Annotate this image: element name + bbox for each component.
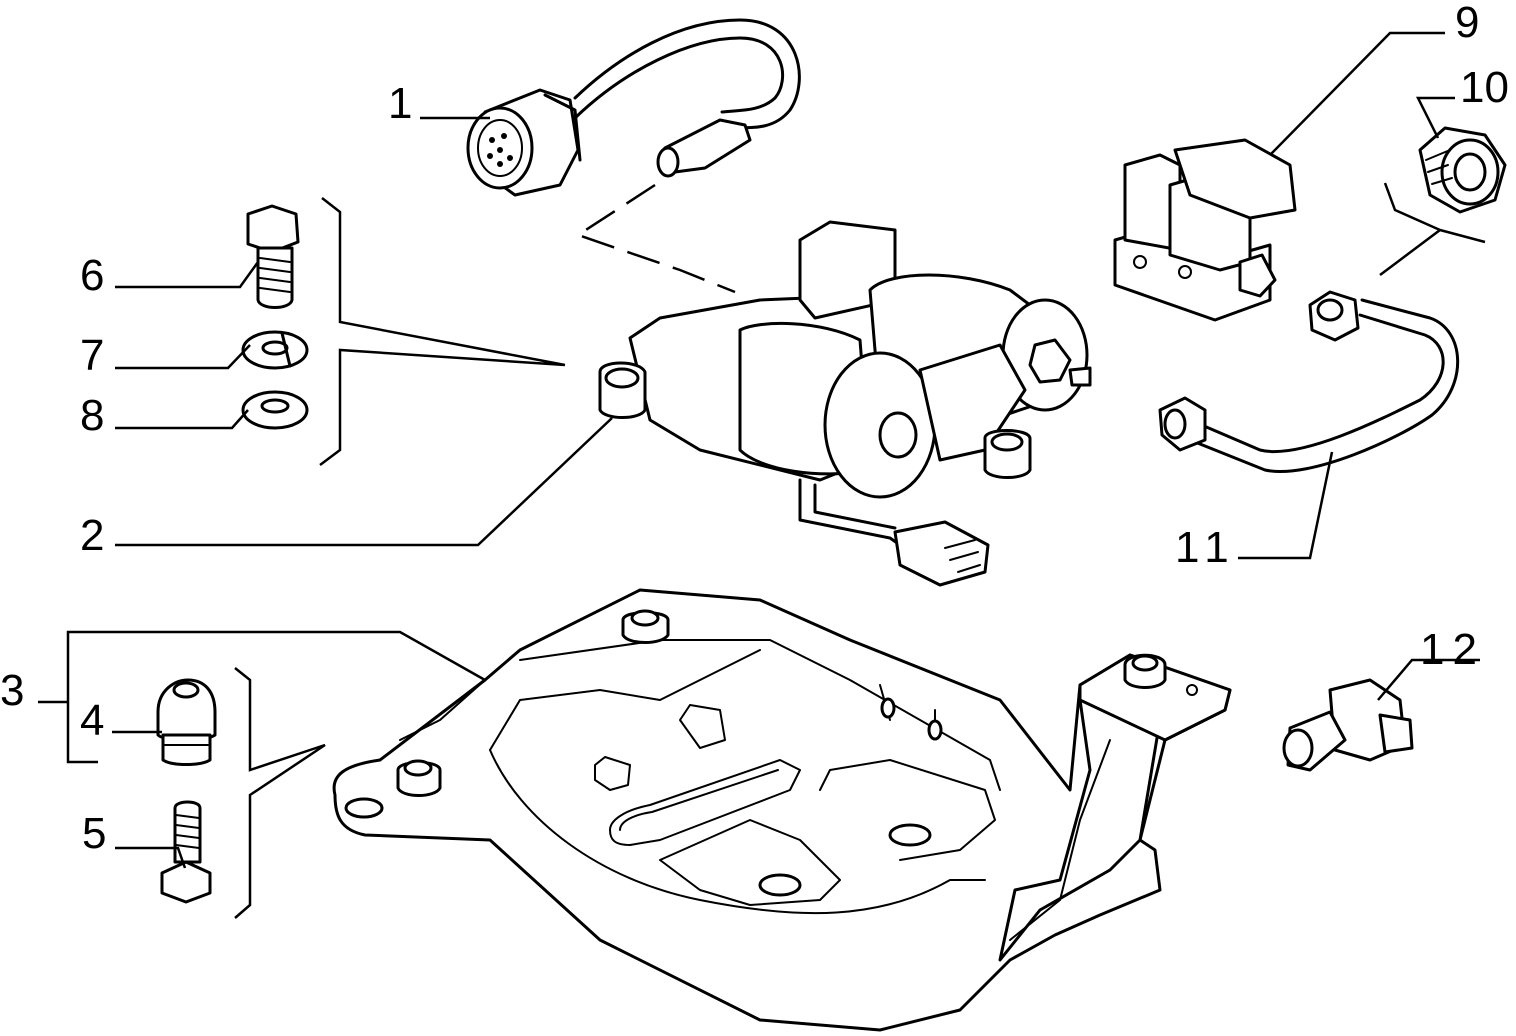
callout-10: 10	[1460, 63, 1509, 112]
part-1-harness-connector	[466, 18, 801, 197]
part-4-rubber-mount	[156, 678, 217, 766]
group-6-8-bracket	[319, 197, 566, 466]
callout-3: 3	[0, 666, 24, 715]
group-3-bracket	[66, 630, 486, 764]
part-7-lock-washer	[241, 330, 309, 370]
part-3-mounting-tray	[332, 588, 1232, 1032]
part-9-valve-block	[1113, 138, 1297, 322]
leader-2	[115, 417, 613, 547]
part-8-washer	[241, 390, 309, 430]
callout-8: 8	[80, 391, 104, 440]
leader-8	[115, 409, 249, 430]
leader-7	[115, 344, 251, 370]
part-10-zigzag	[1379, 182, 1486, 276]
callout-6: 6	[80, 251, 104, 300]
callout-9: 9	[1455, 0, 1479, 47]
leader-10	[1415, 96, 1455, 139]
callout-2: 2	[80, 511, 104, 560]
part-5-bolt	[160, 800, 212, 904]
callout-7: 7	[80, 331, 104, 380]
callout-4: 4	[80, 696, 104, 745]
callout-1: 1	[388, 79, 412, 128]
leader-12	[1377, 658, 1480, 701]
part-2-compressor	[598, 220, 1092, 587]
part-11-pipe	[1158, 290, 1460, 473]
leader-6	[115, 261, 260, 289]
callout-12: 12	[1420, 625, 1485, 674]
callout-11: 11	[1175, 523, 1237, 572]
part-10-nut	[1418, 126, 1507, 214]
callout-5: 5	[82, 809, 106, 858]
part-6-bolt	[246, 204, 300, 309]
leader-9	[1269, 31, 1445, 156]
leader-5	[115, 846, 187, 869]
part-12-sensor	[1282, 678, 1414, 772]
leader-11	[1238, 451, 1334, 560]
part-1-dash-line	[575, 183, 736, 294]
group-4-5-bracket	[234, 667, 326, 919]
